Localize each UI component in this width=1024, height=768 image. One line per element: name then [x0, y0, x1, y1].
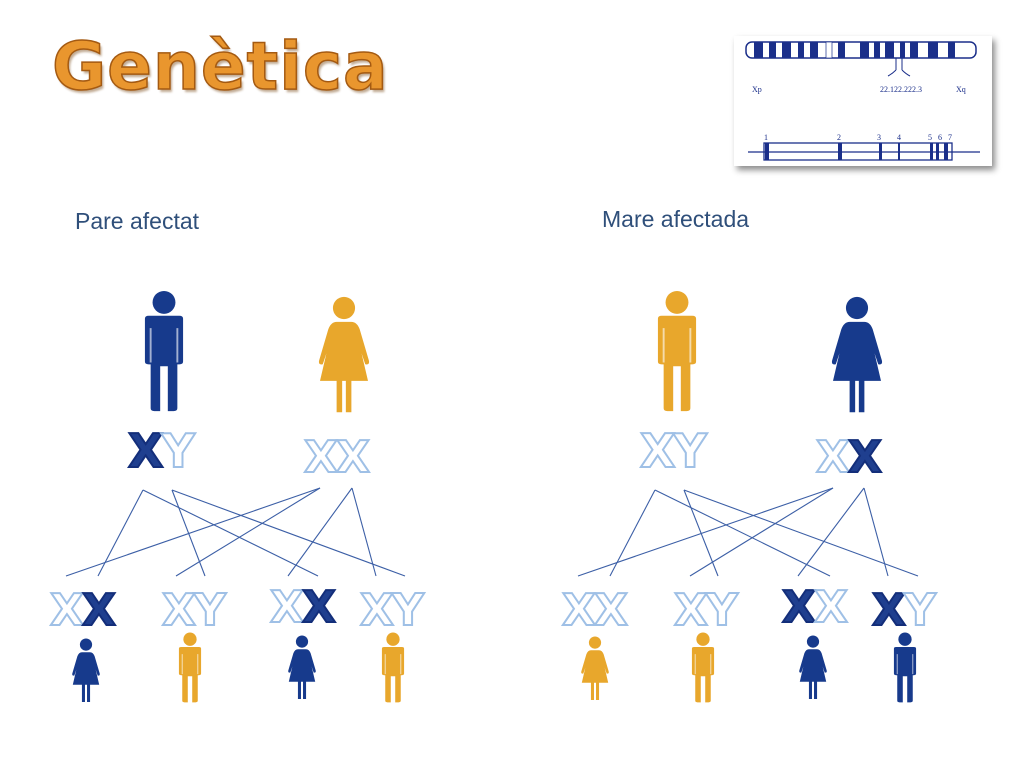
inheritance-line: [142, 489, 319, 577]
inheritance-line: [863, 487, 889, 577]
left-child-2-genotype: XY: [161, 584, 227, 637]
exon-label-2: 2: [837, 133, 841, 142]
inheritance-line: [683, 489, 919, 577]
chromosome-letter: X: [813, 581, 849, 634]
chromosome-letter: X: [639, 423, 677, 479]
right-father-figure: [646, 290, 708, 414]
inheritance-line: [689, 487, 834, 577]
chromosome-letter: Y: [903, 584, 937, 637]
chromosome-letter: X: [269, 581, 305, 634]
inheritance-line: [609, 489, 656, 577]
right-child-4-figure: [885, 632, 925, 704]
left-mother-genotype: XX: [303, 431, 371, 484]
inheritance-line: [351, 487, 377, 577]
left-pedigree-label: Pare afectat: [75, 208, 200, 234]
inheritance-line: [65, 487, 321, 577]
exon-label-4: 4: [897, 133, 901, 142]
right-child-3-genotype: XX: [781, 581, 849, 634]
right-father-genotype: XY: [639, 423, 708, 479]
right-child-1-figure: [572, 636, 618, 702]
left-child-1-genotype: XX: [49, 584, 117, 637]
right-mother-figure: [826, 296, 888, 416]
chromosome-letter: X: [781, 581, 817, 634]
chromosome-letter: Y: [672, 423, 707, 479]
chromosome-letter: X: [593, 584, 629, 637]
chromosome-letter: X: [359, 584, 395, 637]
left-child-1-figure: [63, 638, 109, 704]
chromosome-letter: X: [871, 584, 907, 637]
left-father-figure: [133, 290, 195, 414]
chromosome-letter: Y: [160, 423, 195, 479]
inheritance-line: [577, 487, 834, 577]
chromosome-letter: X: [81, 584, 117, 637]
inheritance-line: [175, 487, 321, 577]
left-child-3-figure: [279, 635, 325, 701]
right-child-1-genotype: XX: [561, 584, 629, 637]
xp-label: Xp: [752, 85, 762, 94]
inheritance-line: [654, 489, 831, 577]
left-child-3-genotype: XX: [269, 581, 337, 634]
chromosome-letter: X: [127, 423, 165, 479]
exon-label-6: 6: [938, 133, 942, 142]
right-child-3-figure: [790, 635, 836, 701]
right-child-2-figure: [683, 632, 723, 704]
chromosome-x-map-image: Xp 22.122.222.3 Xq 1 2 3 4 5 6 7: [734, 36, 992, 166]
chromosome-letter: X: [161, 584, 197, 637]
right-child-4-genotype: XY: [871, 584, 937, 637]
chromosome-letter: X: [49, 584, 85, 637]
chromosome-letter: Y: [705, 584, 739, 637]
exon-label-5: 5: [928, 133, 932, 142]
exon-label-3: 3: [877, 133, 881, 142]
left-mother-figure: [313, 296, 375, 416]
right-child-2-genotype: XY: [673, 584, 739, 637]
chromosome-letter: Y: [193, 584, 227, 637]
exon-label-7: 7: [948, 133, 952, 142]
chromosome-letter: X: [301, 581, 337, 634]
slide-title: Genètica: [51, 27, 389, 106]
inheritance-line: [97, 489, 144, 577]
inheritance-line: [797, 487, 865, 577]
left-father-genotype: XY: [127, 423, 196, 479]
left-child-4-figure: [373, 632, 413, 704]
chromosome-letter: X: [673, 584, 709, 637]
inheritance-line: [171, 489, 406, 577]
chromosome-letter: Y: [391, 584, 425, 637]
left-child-4-genotype: XY: [359, 584, 425, 637]
chromosome-letter: X: [303, 431, 339, 484]
xq-label: Xq: [956, 85, 966, 94]
chromosome-letter: X: [561, 584, 597, 637]
chromosome-letter: X: [815, 431, 851, 484]
chromosome-letter: X: [335, 431, 371, 484]
chromosome-letter: X: [847, 431, 883, 484]
band-label: 22.122.222.3: [880, 85, 922, 94]
right-mother-genotype: XX: [815, 431, 883, 484]
inheritance-line: [287, 487, 353, 577]
exon-label-1: 1: [764, 133, 768, 142]
left-child-2-figure: [170, 632, 210, 704]
right-pedigree-label: Mare afectada: [602, 206, 750, 232]
